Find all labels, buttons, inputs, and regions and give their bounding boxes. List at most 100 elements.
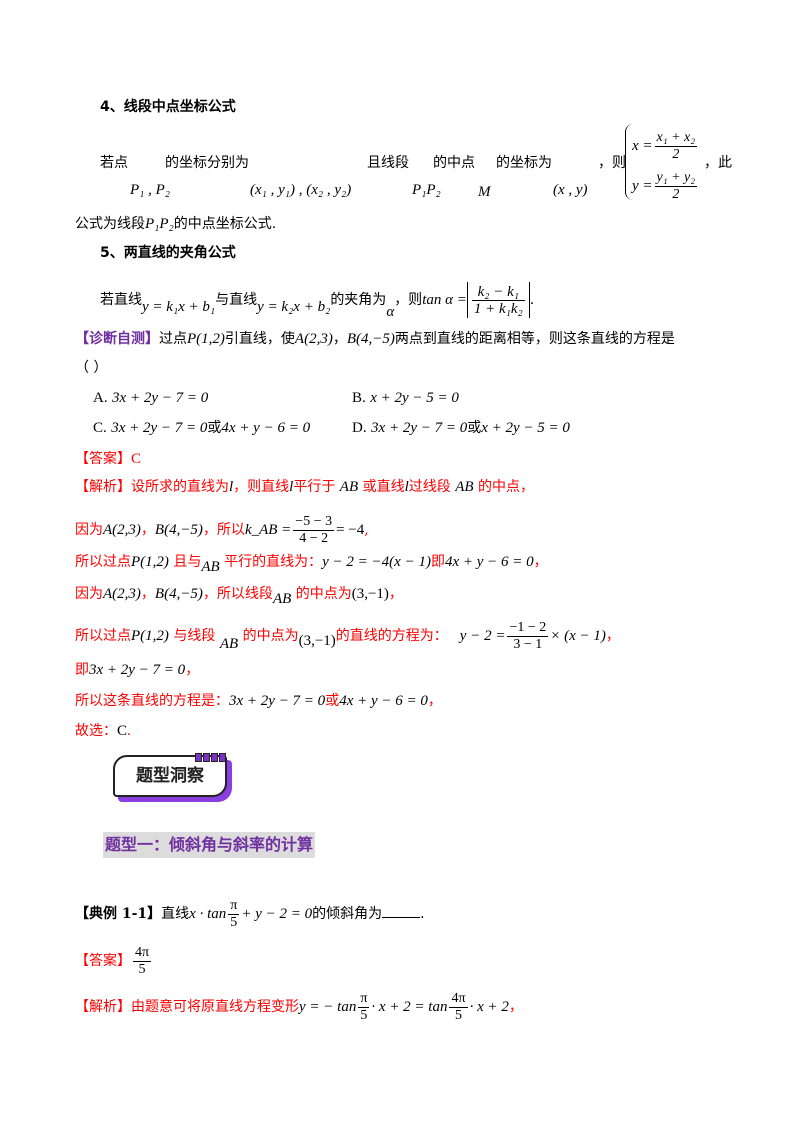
math: A(2,3) — [294, 331, 333, 347]
denominator: 5 — [230, 914, 238, 930]
math: · x + 2 = tan — [371, 999, 448, 1015]
text: 且与 — [173, 554, 202, 570]
solution-row-5: 所以过点P(1,2) 与线段 AB 的中点为(3,−1)的直线的方程为：y − … — [75, 618, 620, 654]
numerator: π — [228, 897, 240, 915]
math: (3,−1) — [351, 586, 389, 602]
text: . — [529, 292, 535, 308]
solution-row-8: 故选：C. — [75, 721, 131, 741]
text: 即 — [75, 662, 89, 678]
numerator: y₁ + y₂ — [654, 170, 698, 187]
answer-1: 【答案】C — [75, 449, 141, 469]
text: ， — [140, 586, 155, 602]
text: ，此 — [704, 155, 732, 171]
text: 所以过点 — [75, 628, 131, 644]
denominator: 5 — [138, 961, 146, 977]
math: P₁P₂ — [412, 182, 441, 198]
math: tan α = — [422, 292, 467, 308]
answer-value: C — [131, 451, 142, 467]
angle-formula: 若直线y = k₁x + b₁与直线y = k₂x + b₂的夹角为α，则tan… — [100, 282, 535, 320]
math: x · tan — [189, 906, 227, 922]
text: 所以过点 — [75, 554, 131, 570]
text: 平行于 — [293, 479, 336, 495]
denominator: 1 + k₁k₂ — [473, 300, 523, 317]
math: AB — [455, 479, 474, 495]
option-letter: C. — [93, 420, 107, 436]
solution-label: 【解析】 — [75, 999, 131, 1015]
math: 3x + 2y − 7 = 0 — [89, 662, 186, 678]
text: 设所求的直线为 — [131, 479, 229, 495]
answer-paren: （ ） — [75, 360, 108, 376]
math: y − 2 = — [459, 628, 506, 644]
math: (x₁ , y₁) , (x₂ , y₂) — [250, 182, 352, 198]
math: AB — [201, 559, 220, 575]
text: 故选： — [75, 723, 117, 739]
math: 4x + y − 6 = 0 — [339, 693, 428, 709]
math: 3x + 2y − 7 = 0 — [229, 693, 326, 709]
math: l — [229, 479, 234, 495]
text: , — [364, 522, 369, 538]
text: 或直线 — [362, 479, 405, 495]
denominator: 3 − 1 — [513, 636, 543, 652]
text: . — [127, 723, 131, 739]
numerator: π — [358, 990, 370, 1008]
numerator: k₂ − k₁ — [471, 284, 525, 301]
brace — [625, 124, 634, 200]
option-text: 3x + 2y − 7 = 0 — [111, 420, 208, 436]
text: 平行的直线为： — [224, 554, 323, 570]
text: ，则 — [394, 292, 423, 308]
text: 的坐标为 — [496, 155, 552, 171]
math: P₁P₂ — [145, 216, 174, 232]
math: y = k₁x + b₁ — [142, 299, 216, 315]
math: y − 2 = −4(x − 1) — [322, 554, 431, 570]
math: (3,−1) — [298, 633, 336, 649]
math: B(4,−5) — [154, 522, 203, 538]
option-d[interactable]: D. 3x + 2y − 7 = 0或x + 2y − 5 = 0 — [352, 418, 570, 438]
option-c[interactable]: C. 3x + 2y − 7 = 0或4x + y − 6 = 0 — [93, 418, 310, 438]
solution-row-6: 即3x + 2y − 7 = 0， — [75, 660, 199, 680]
option-a[interactable]: A. 3x + 2y − 7 = 0 — [93, 388, 208, 408]
option-text: 3x + 2y − 7 = 0 — [371, 420, 468, 436]
solution-row-1: 【解析】设所求的直线为l，则直线l平行于 AB 或直线l过线段 AB 的中点， — [75, 477, 534, 497]
text: 过点 — [159, 331, 187, 347]
badge-text: 题型洞察 — [136, 766, 204, 786]
example-label: 【典例 1-1】 — [75, 906, 162, 922]
option-letter: B. — [352, 390, 366, 406]
option-b[interactable]: B. x + 2y − 5 = 0 — [352, 388, 459, 408]
text: 若点 — [100, 155, 128, 171]
text: 的夹角为 — [330, 292, 387, 308]
denominator: 2 — [672, 147, 680, 162]
math: l — [404, 479, 409, 495]
math: P(1,2) — [187, 331, 225, 347]
solution-row-3: 所以过点P(1,2) 且与AB 平行的直线为：y − 2 = −4(x − 1)… — [75, 552, 548, 575]
math: l — [289, 479, 294, 495]
text: 或 — [467, 420, 482, 436]
text: 的倾斜角为 — [312, 906, 383, 922]
text: 与直线 — [215, 292, 258, 308]
text: 过线段 — [408, 479, 451, 495]
math: AB — [219, 636, 239, 652]
text: 的中点坐标公式. — [173, 216, 277, 232]
section-5-heading: 5、两直线的夹角公式 — [100, 245, 236, 261]
text: 与线段 — [173, 628, 216, 644]
denominator: 2 — [672, 187, 680, 202]
solution-label: 【解析】 — [75, 479, 131, 495]
text: . — [420, 906, 425, 922]
text: ，所以 — [202, 522, 245, 538]
diagnostic-question: 【诊断自测】过点P(1,2)引直线，使A(2,3)，B(4,−5)两点到直线的距… — [75, 329, 675, 349]
numerator: 4π — [133, 944, 152, 962]
denominator: 5 — [360, 1007, 368, 1023]
math: = −4 — [336, 522, 365, 538]
text: 若直线 — [100, 292, 142, 308]
text: 或 — [325, 693, 340, 709]
option-text: x + 2y − 5 = 0 — [370, 390, 459, 406]
answer-blank[interactable] — [382, 917, 421, 918]
option-letter: A. — [93, 390, 108, 406]
math: P(1,2) — [131, 554, 169, 570]
answer-label: 【答案】 — [75, 451, 131, 467]
diagnostic-label: 【诊断自测】 — [75, 331, 159, 347]
math: · x + 2 — [469, 999, 509, 1015]
math: (x , y) — [553, 182, 588, 198]
